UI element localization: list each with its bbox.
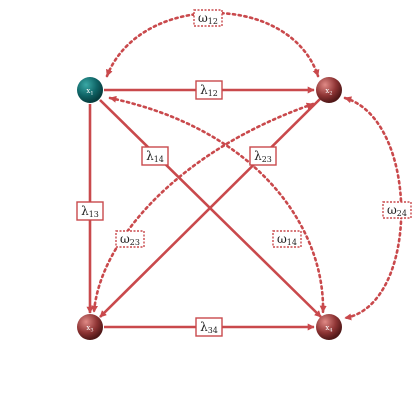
omega14-edge [108, 95, 327, 314]
svg-text:x4: x4 [325, 324, 332, 334]
lambda23-label: λ23 [249, 146, 277, 166]
svg-text:ω12: ω12 [198, 11, 218, 26]
lambda13-label: λ13 [76, 201, 104, 221]
omega14-label: ω14 [272, 230, 302, 248]
svg-text:λ12: λ12 [200, 83, 218, 98]
omega24-label: ω24 [382, 201, 412, 219]
svg-text:ω14: ω14 [277, 232, 297, 247]
omega12-edge [105, 11, 320, 78]
svg-text:ω23: ω23 [120, 232, 140, 247]
svg-text:x3: x3 [86, 324, 93, 334]
omega23-edge [91, 102, 315, 314]
omega23-label: ω23 [115, 230, 145, 248]
node-x1: x1 [77, 77, 103, 103]
svg-text:λ23: λ23 [254, 149, 272, 164]
svg-text:ω24: ω24 [387, 203, 407, 218]
omega12-label: ω12 [193, 9, 223, 27]
lambda12-label: λ12 [195, 80, 223, 100]
node-x2: x2 [316, 77, 342, 103]
svg-text:λ34: λ34 [200, 320, 218, 335]
svg-text:x2: x2 [325, 87, 332, 97]
lambda14-label: λ14 [141, 146, 169, 166]
svg-text:x1: x1 [86, 87, 93, 97]
node-x4: x4 [316, 314, 342, 340]
lambda23-edge [99, 98, 321, 318]
svg-text:λ13: λ13 [81, 204, 99, 219]
lambda34-label: λ34 [195, 317, 223, 337]
svg-text:λ14: λ14 [146, 149, 164, 164]
node-x3: x3 [77, 314, 103, 340]
